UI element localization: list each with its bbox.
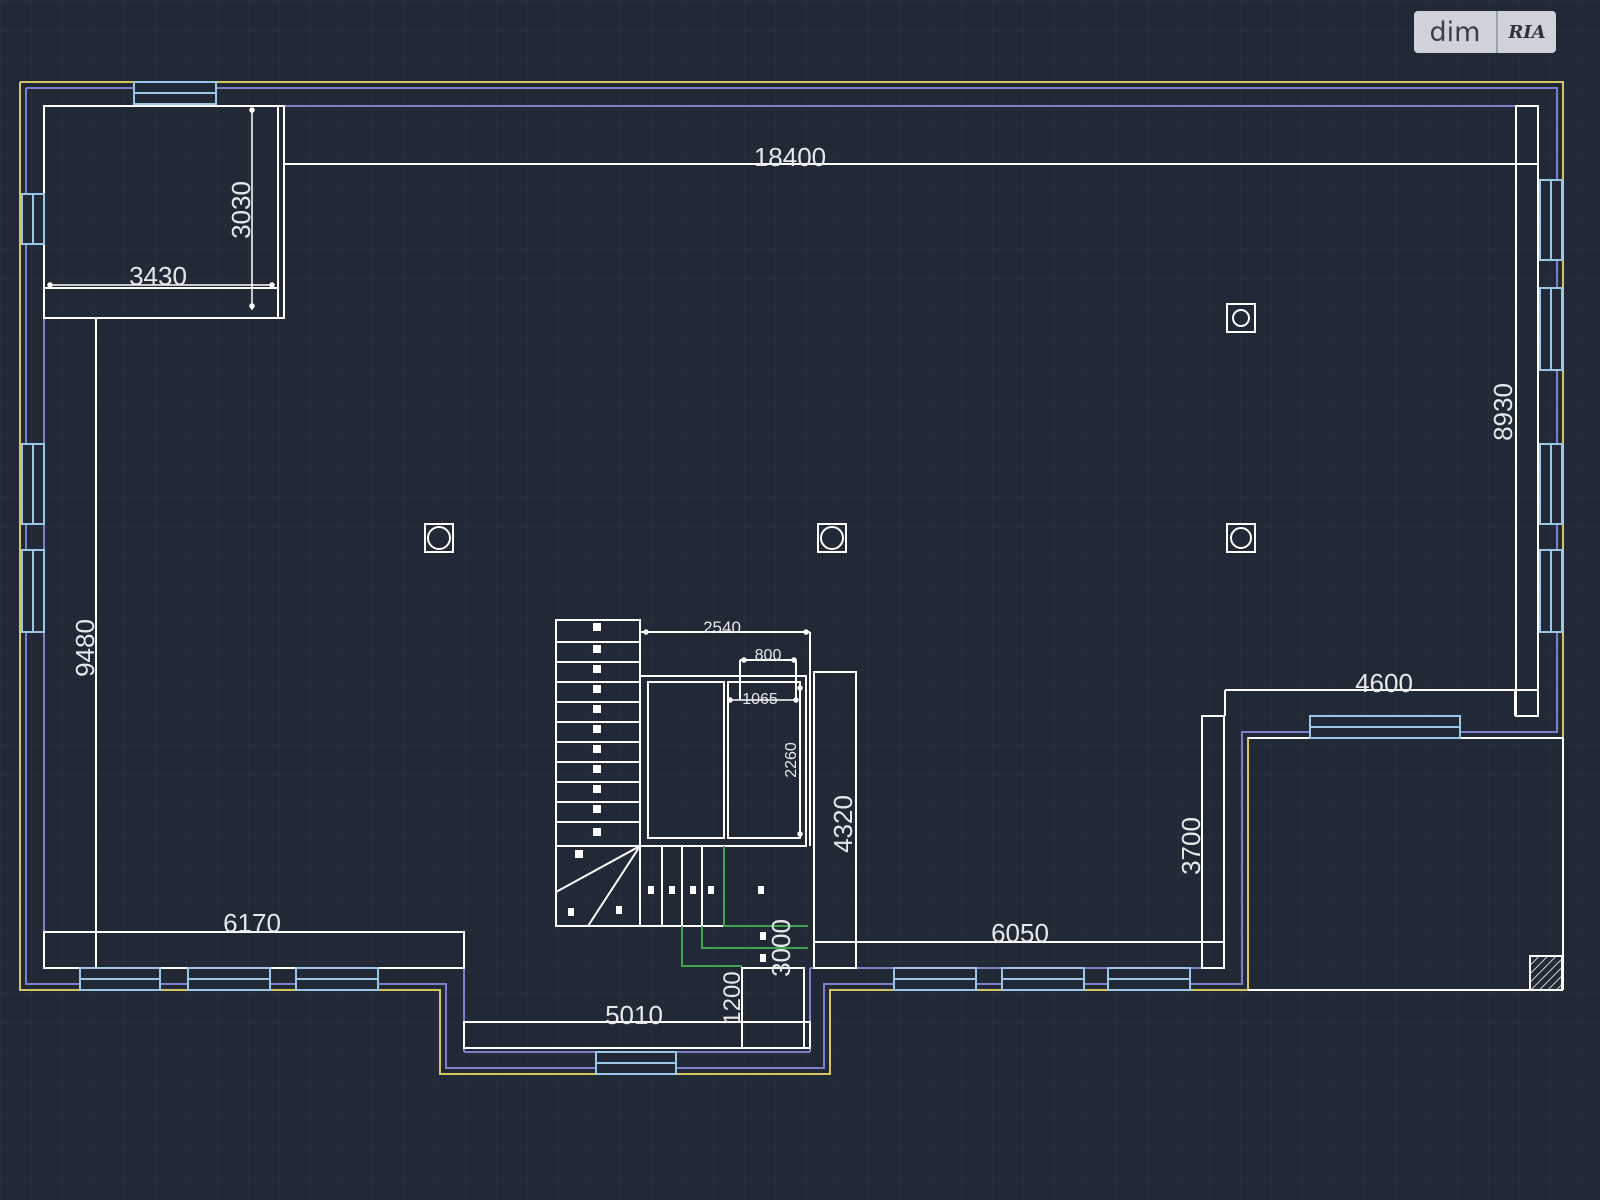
windows [21,81,1563,1075]
dimension-1200: 1200 [719,971,746,1024]
dimension-3700: 3700 [1176,817,1206,875]
watermark-dim: dim [1429,16,1481,48]
dimension-lines [47,107,809,837]
dimension-5010: 5010 [605,1000,663,1030]
dimension-6170: 6170 [223,908,281,938]
dimension-4600: 4600 [1355,668,1413,698]
dimension-1065: 1065 [742,691,778,708]
dimension-3000: 3000 [766,919,796,977]
columns [424,303,1256,553]
dimension-3030: 3030 [226,181,256,239]
dimension-800: 800 [755,647,782,664]
dimension-6050: 6050 [991,918,1049,948]
watermark-separator [1496,11,1498,53]
dimension-18400: 18400 [754,142,826,172]
dimension-9480: 9480 [70,619,100,677]
dimension-3430: 3430 [129,261,187,291]
stair-flight-line [681,846,808,967]
watermark-badge: dim RIA [1414,11,1556,53]
dimension-4320: 4320 [828,795,858,853]
stair-step-marks [568,623,766,962]
dimension-2260: 2260 [783,742,800,778]
dimension-2540: 2540 [703,618,741,637]
dimension-8930: 8930 [1488,383,1518,441]
watermark-ria-logo: RIA [1508,21,1546,43]
